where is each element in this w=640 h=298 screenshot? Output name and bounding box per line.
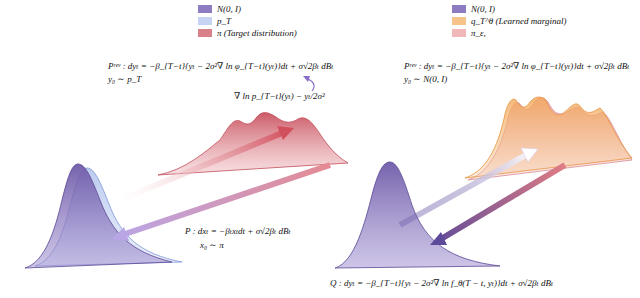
legend-swatch	[198, 17, 212, 25]
sde-equation: Pʳᵉᵛ : dyₜ = −β_{T−t}{yₜ − 2σ²∇ ln φ_{T−…	[404, 61, 629, 72]
forward-arrow	[125, 165, 330, 234]
legend-swatch	[452, 17, 466, 25]
legend-text: π_ε,	[471, 28, 486, 38]
legend-swatch	[452, 5, 466, 13]
annotation: ∇ ln p_{T−t}(yₜ) − yₜ/2σ²	[234, 91, 325, 102]
arrow-head	[430, 232, 447, 245]
sde-equation: Q : dyₜ = −β_{T−t}{yₜ − 2σ²∇ ln f_θ(T − …	[330, 278, 553, 289]
legend-item: N(0, I)	[198, 3, 241, 14]
legend-text: p_T	[217, 16, 231, 26]
legend-item: q_T^θ (Learned marginal)	[452, 15, 566, 26]
initial-condition: y₀ ∼ N(0, I)	[404, 74, 447, 85]
legend-swatch	[198, 5, 212, 13]
arrow-head	[303, 76, 310, 82]
initial-condition: x₀ ∼ π	[200, 240, 224, 251]
learned-density	[465, 97, 632, 178]
legend-item: π (Target distribution)	[198, 27, 297, 38]
legend-text: N(0, I)	[217, 4, 241, 14]
arrow-head	[521, 148, 538, 162]
annotation-arrow	[308, 79, 314, 91]
legend-item: π_ε,	[452, 27, 486, 38]
legend-item: N(0, I)	[452, 3, 495, 14]
learned-arrow	[441, 165, 565, 239]
legend-swatch	[452, 29, 466, 37]
sde-equation: P : dxₜ = −βₜxₜdt + σ√2βₜ dBₜ	[185, 226, 291, 237]
legend-text: π (Target distribution)	[217, 28, 297, 38]
legend-text: q_T^θ (Learned marginal)	[471, 16, 566, 26]
arrow-head	[277, 126, 294, 140]
legend-swatch	[198, 29, 212, 37]
sde-equation: Pʳᵉᵛ : dyₜ = −β_{T−t}{yₜ − 2σ²∇ ln φ_{T−…	[108, 61, 333, 72]
reverse-arrow	[400, 155, 526, 225]
legend-text: N(0, I)	[471, 4, 495, 14]
arrow-head	[112, 227, 129, 241]
legend-item: p_T	[198, 15, 231, 26]
gaussian-density	[25, 164, 172, 268]
initial-condition: y₀ ∼ p_T	[108, 74, 141, 85]
